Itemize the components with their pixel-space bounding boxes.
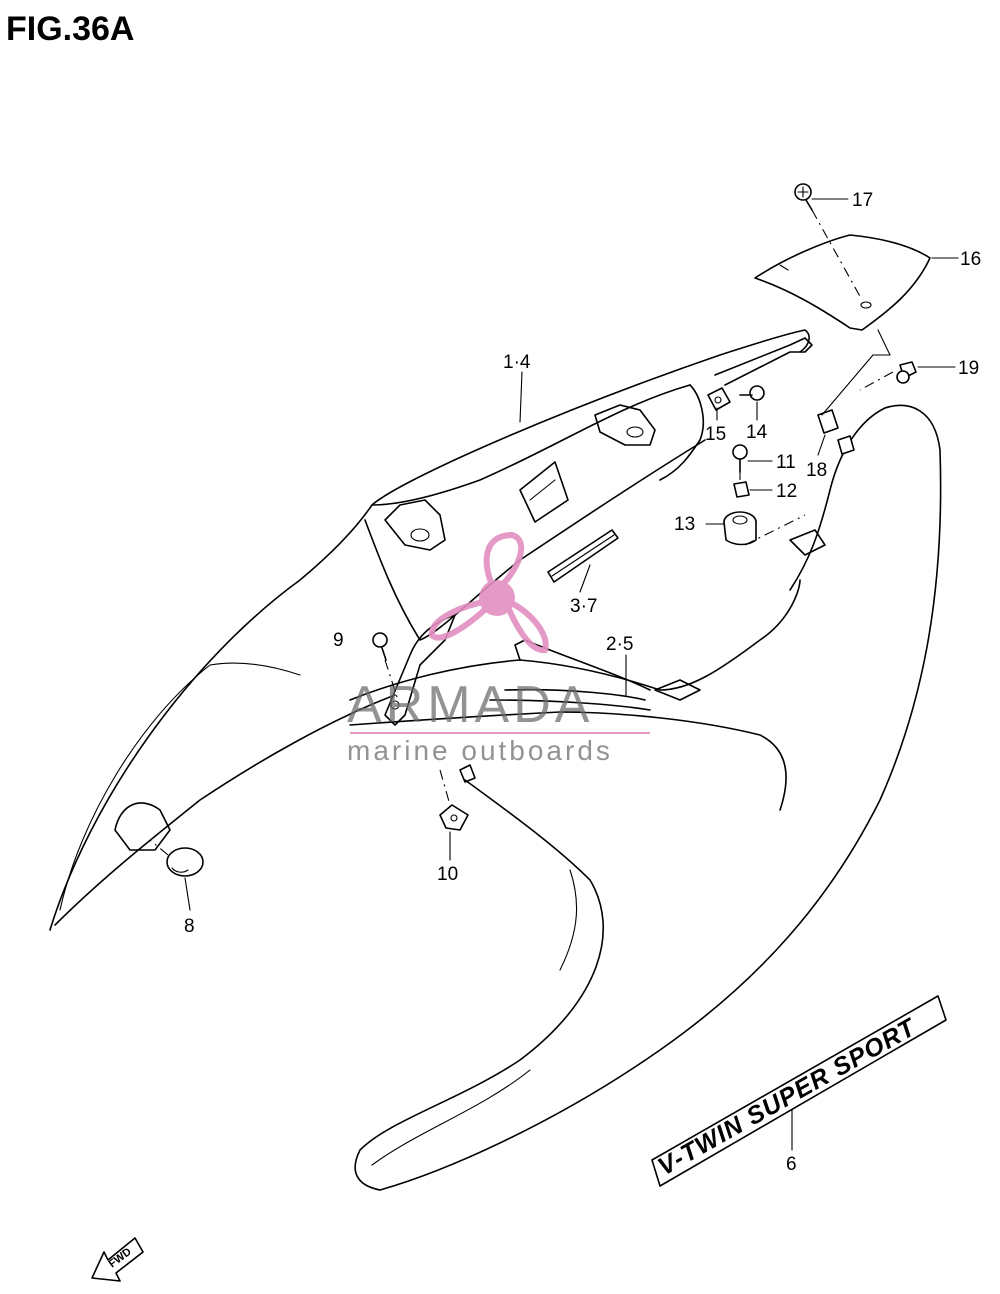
seat-tail-cover <box>49 329 813 931</box>
callout-9: 9 <box>333 630 344 651</box>
figure-title: FIG.36A <box>6 10 134 48</box>
callout-8: 8 <box>184 916 195 937</box>
collar-12 <box>733 481 750 498</box>
cushion-8 <box>166 847 204 877</box>
rear-cap <box>754 234 931 331</box>
bolt-14 <box>739 385 765 401</box>
callout-3-7: 3·7 <box>570 596 597 617</box>
callout-19: 19 <box>958 358 979 379</box>
callout-17: 17 <box>852 190 873 211</box>
armada-watermark: ARMADA marine outboards <box>347 531 650 766</box>
callout-12: 12 <box>776 481 797 502</box>
watermark-tagline: marine outboards <box>347 735 613 766</box>
seal-strip <box>547 529 619 583</box>
cushion-13 <box>723 511 757 546</box>
grommet-19 <box>896 361 917 384</box>
watermark-brand: ARMADA <box>347 676 593 734</box>
leader-lines <box>184 198 959 1151</box>
side-cover <box>349 404 942 1191</box>
nut-15 <box>707 387 731 411</box>
nut-10 <box>439 804 469 831</box>
callout-2-5: 2·5 <box>606 634 633 655</box>
callout-1-4: 1·4 <box>503 352 531 373</box>
clip-18 <box>817 409 855 455</box>
callout-13: 13 <box>674 514 695 535</box>
screw-9 <box>372 632 388 661</box>
callout-14: 14 <box>746 422 768 443</box>
screw-11 <box>732 444 748 473</box>
propeller-logo-icon <box>429 531 549 653</box>
callout-11: 11 <box>776 452 796 473</box>
callout-18: 18 <box>806 460 827 481</box>
callout-labels: 1·4 2·5 3·7 6 8 9 10 11 12 13 14 15 16 1… <box>184 190 981 1175</box>
screw-17 <box>794 183 813 211</box>
forward-direction-arrow: FWD <box>91 1237 144 1282</box>
decal-strip: V-TWIN SUPER SPORT <box>651 995 947 1187</box>
installation-lines <box>149 209 894 856</box>
callout-10: 10 <box>437 864 458 885</box>
callout-15: 15 <box>705 424 726 445</box>
callout-6: 6 <box>786 1154 797 1175</box>
callout-16: 16 <box>960 249 981 270</box>
